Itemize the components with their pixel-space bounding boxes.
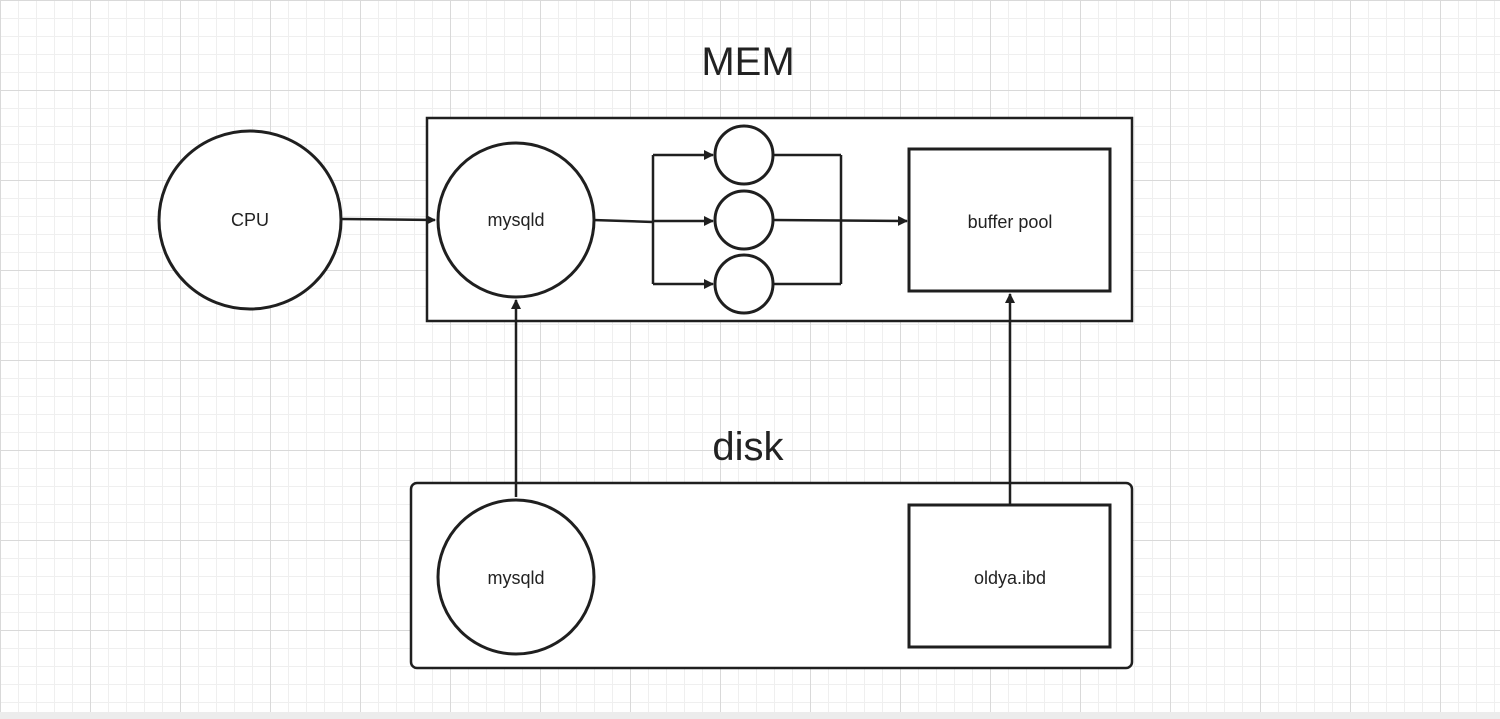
mem-mysqld-label: mysqld <box>487 210 544 230</box>
thread-circle-3 <box>713 253 775 315</box>
to-buffer-pool-arrow <box>772 215 908 226</box>
disk-title: disk <box>712 425 784 469</box>
disk-mysqld-label: mysqld <box>487 568 544 588</box>
disk-mysqld-node <box>436 498 596 656</box>
cpu-label: CPU <box>231 210 269 230</box>
mem-title: MEM <box>701 40 794 84</box>
cpu-node <box>157 129 343 311</box>
thread-circle-1 <box>713 124 775 186</box>
mem-mysqld-node <box>436 141 596 299</box>
buffer-pool-node <box>907 147 1112 293</box>
oldya-ibd-node <box>907 503 1112 649</box>
buffer-pool-label: buffer pool <box>968 212 1053 232</box>
bottom-strip <box>0 712 1500 719</box>
cpu-to-mysqld-arrow <box>340 214 436 225</box>
oldya-ibd-label: oldya.ibd <box>974 568 1046 588</box>
mysqld-branch-line <box>592 218 654 224</box>
thread-circle-2 <box>713 189 775 251</box>
